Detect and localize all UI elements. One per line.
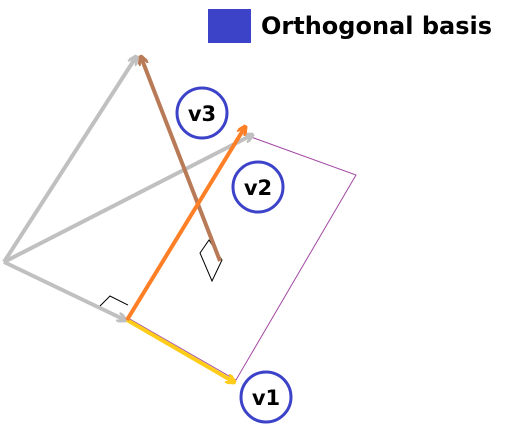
label-v3-text: v3 xyxy=(188,102,216,126)
label-v3-circle xyxy=(175,86,229,140)
right-angle-marker-v1-v2 xyxy=(99,295,129,307)
original-vector-upper xyxy=(2,57,136,264)
original-vector-lower xyxy=(3,260,125,320)
legend-swatch xyxy=(208,9,251,43)
label-v1-text: v1 xyxy=(252,386,280,410)
label-v2-circle xyxy=(231,160,285,214)
label-v2-text: v2 xyxy=(244,176,272,200)
legend: Orthogonal basis xyxy=(208,9,492,43)
label-v2: v2 xyxy=(231,160,285,214)
right-angle-marker-v3 xyxy=(199,239,223,283)
label-v3: v3 xyxy=(175,86,229,140)
vector-v3 xyxy=(141,57,222,262)
label-v1-circle xyxy=(239,370,293,424)
label-v1: v1 xyxy=(239,370,293,424)
original-vector-middle xyxy=(3,135,252,264)
vector-v1 xyxy=(125,318,234,382)
vector-v2 xyxy=(125,127,245,322)
legend-label: Orthogonal basis xyxy=(261,12,492,40)
